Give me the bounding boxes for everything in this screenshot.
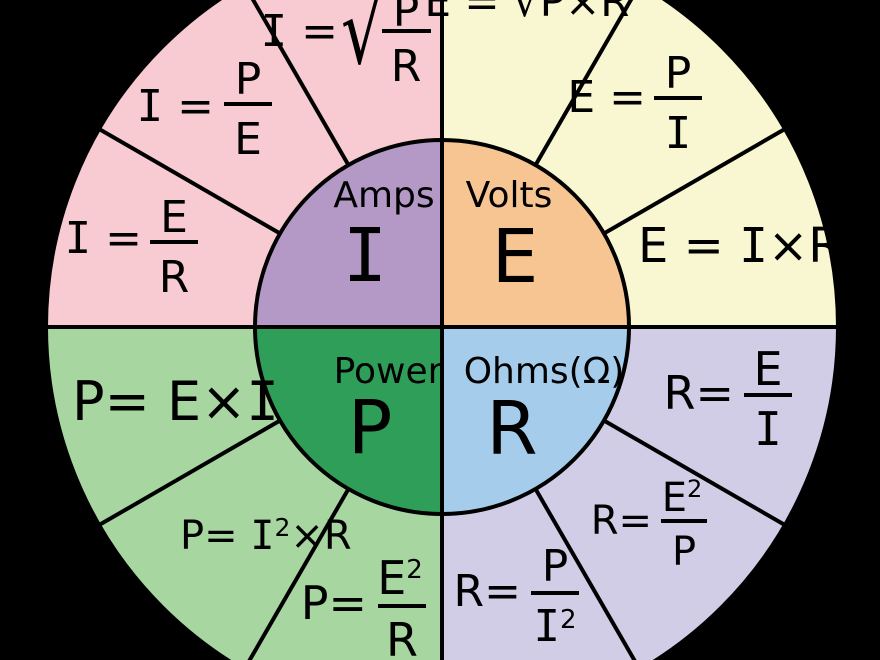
formula-part: E = xyxy=(638,218,739,274)
formula-lhs: P= xyxy=(301,576,367,630)
fraction-denominator: I xyxy=(665,108,692,159)
fraction-denominator: P xyxy=(672,529,696,575)
exponent: 2 xyxy=(687,475,702,503)
lhs-equals: = xyxy=(163,81,214,132)
inner-circle xyxy=(252,137,632,517)
formula-part: P= xyxy=(180,513,250,559)
fraction-numerator: P xyxy=(235,54,262,105)
sqrt-radical-icon: √ xyxy=(341,0,384,86)
formula-e-equals-p-over-i: E = P I xyxy=(567,48,702,159)
volts-label: Volts xyxy=(466,175,553,216)
fraction-denominator: R xyxy=(391,41,422,92)
inner-sector-volts xyxy=(440,137,632,329)
formula-i-equals-p-over-e: I = P E xyxy=(137,54,272,165)
formula-lhs: R= xyxy=(663,366,734,420)
formula-i-sqrt-p-over-r: I = √ P R xyxy=(261,0,431,92)
formula-lhs: I = xyxy=(261,6,338,57)
fraction-numerator: E2 xyxy=(662,475,703,521)
numerator-symbol: E xyxy=(662,475,687,521)
formula-lhs: E = xyxy=(567,72,646,123)
lhs-equals: = xyxy=(91,213,142,264)
fraction-numerator: P xyxy=(393,0,420,37)
lhs-symbol: I xyxy=(261,6,288,57)
formula-part: ×R xyxy=(290,513,351,559)
formula-r-equals-e-over-i: R= E I xyxy=(663,342,792,456)
fraction-numerator: E xyxy=(160,192,188,243)
ohms-symbol: R xyxy=(486,386,537,472)
fraction-denominator: R xyxy=(159,252,190,303)
fraction-denominator: I xyxy=(754,402,782,456)
formula-part: ×R xyxy=(768,218,842,274)
formula-r-equals-p-over-i-squared: R= P I2 xyxy=(454,541,579,652)
fraction-numerator: P xyxy=(542,541,569,592)
amps-symbol: I xyxy=(343,213,388,299)
divider-ohms-2 xyxy=(533,487,637,660)
divider-power-1 xyxy=(98,418,282,527)
volts-symbol: E xyxy=(492,214,539,300)
formula-lhs: I = xyxy=(65,213,142,264)
denominator-symbol: I xyxy=(533,601,560,652)
fraction-denominator: I2 xyxy=(533,601,576,652)
sector-dividers xyxy=(98,0,786,660)
formula-part: P= E× xyxy=(72,370,246,433)
formula-e-equals-i-times-r: E = I×R xyxy=(638,218,842,274)
fraction-numerator: E xyxy=(753,342,782,396)
lhs-symbol: I xyxy=(137,81,164,132)
fraction-denominator: E xyxy=(234,114,262,165)
fraction-denominator: R xyxy=(386,613,418,660)
amps-label: Amps xyxy=(333,175,434,216)
formula-lhs: R= xyxy=(454,566,521,617)
power-label: Power xyxy=(334,351,443,392)
formula-i-equals-e-over-r: I = E R xyxy=(65,192,198,303)
power-symbol: P xyxy=(348,385,393,471)
formula-part-i: I xyxy=(250,513,274,559)
ohms-label: Ohms(Ω) xyxy=(464,351,625,392)
lhs-symbol: I xyxy=(65,213,92,264)
fraction-numerator: E2 xyxy=(377,551,423,605)
formula-p-equals-e-times-i: P= E×I xyxy=(72,370,279,433)
divider-amps-1 xyxy=(250,0,351,167)
divider-volts-2 xyxy=(602,127,786,236)
divider-ohms-1 xyxy=(602,418,786,527)
formula-e-sqrt-p-times-r: E = √P×R xyxy=(425,0,630,26)
formula-part-i: I xyxy=(739,218,768,274)
divider-amps-2 xyxy=(98,127,282,236)
formula-p-equals-e-squared-over-r: P= E2 R xyxy=(301,551,426,660)
formula-p-equals-i-squared-times-r: P= I2×R xyxy=(180,513,352,559)
formula-part-i: I xyxy=(246,370,279,433)
divider-power-2 xyxy=(247,487,351,660)
formula-lhs: R= xyxy=(591,498,652,544)
exponent: 2 xyxy=(406,555,423,585)
exponent: 2 xyxy=(274,513,290,542)
axis-cross xyxy=(46,0,838,660)
center-labels: Amps I Volts E Power P Ohms(Ω) R xyxy=(333,175,624,472)
inner-sector-ohms xyxy=(440,325,632,517)
formula-lhs: I = xyxy=(137,81,214,132)
fraction-numerator: P xyxy=(665,48,692,99)
formula-r-equals-e-squared-over-p: R= E2 P xyxy=(591,475,707,575)
inner-sector-amps xyxy=(252,137,444,329)
inner-sector-power xyxy=(252,325,444,517)
numerator-symbol: E xyxy=(377,551,406,605)
divider-volts-1 xyxy=(533,0,634,167)
exponent: 2 xyxy=(560,605,577,635)
lhs-equals: = xyxy=(287,6,338,57)
